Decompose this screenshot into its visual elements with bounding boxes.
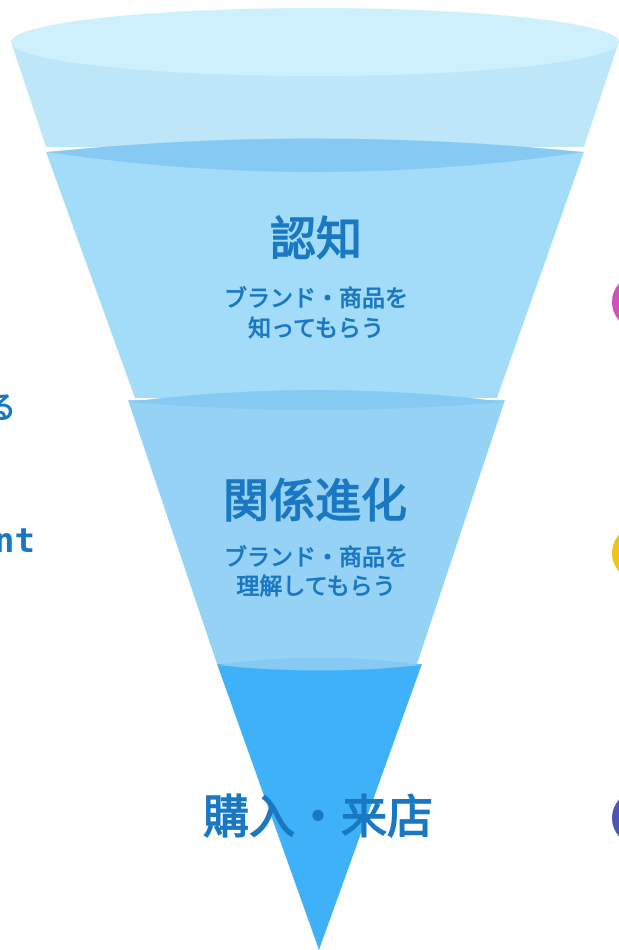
funnel-stage-3: [217, 664, 422, 950]
stage-2-title: 関係進化: [223, 474, 407, 528]
funnel-band-2: [128, 390, 505, 410]
stage-1-description-line-1: ブランド・商品を: [224, 285, 408, 312]
funnel-stage-2: [128, 400, 505, 664]
left-fragment-top: る: [0, 391, 16, 426]
funnel-band-1: [46, 138, 584, 172]
right-marker-yellow: [612, 534, 619, 572]
stage-3-title: 購入・来店: [203, 790, 433, 844]
funnel-band-3: [217, 657, 422, 671]
stage-1-description-line-2: 知ってもらう: [248, 315, 384, 342]
funnel-rim-top: [11, 8, 619, 76]
stage-2-description-line-1: ブランド・商品を: [224, 544, 408, 571]
right-marker-pink: [612, 283, 619, 321]
left-fragment-bottom: nt: [0, 521, 35, 561]
stage-2-description-line-2: 理解してもらう: [236, 573, 395, 600]
funnel-stage-1: [46, 152, 584, 398]
stage-1-title: 認知: [270, 212, 362, 266]
right-marker-indigo: [612, 799, 619, 837]
